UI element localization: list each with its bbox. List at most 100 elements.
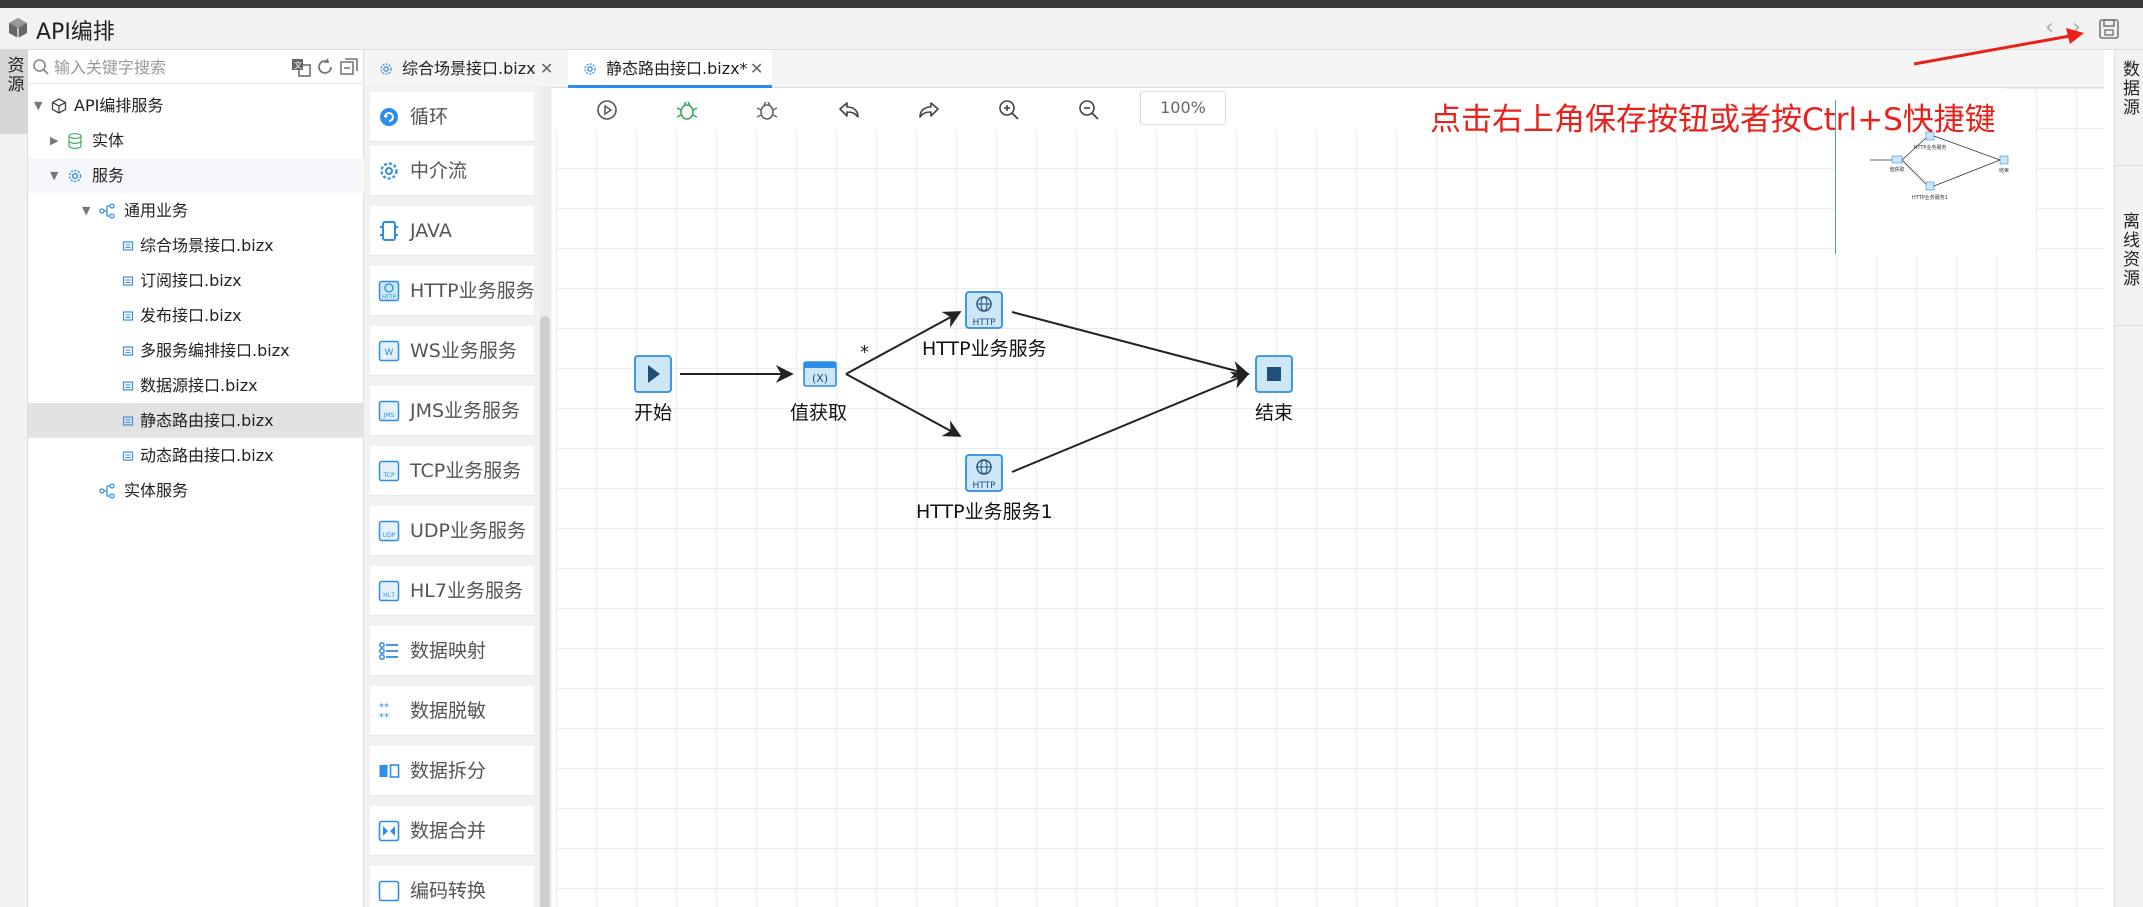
edge-getvalue-http2[interactable]	[845, 373, 962, 437]
close-icon[interactable]: ✕	[540, 59, 554, 78]
tree-item-service[interactable]: ▼ 服务	[28, 158, 364, 193]
palette-item-encode-convert[interactable]: 编码转换	[370, 866, 534, 907]
datasource-side-tab[interactable]: 数据源	[2115, 56, 2143, 166]
palette-item-java[interactable]: JAVA	[370, 206, 534, 256]
annotation-arrow	[1913, 28, 2084, 66]
tree-item-file[interactable]: 订阅接口.bizx	[28, 263, 364, 298]
nav-forward-icon[interactable]: ›	[2072, 15, 2081, 40]
tree-item-file[interactable]: 综合场景接口.bizx	[28, 228, 364, 263]
encode-icon	[378, 880, 400, 902]
tree-item-file[interactable]: 动态路由接口.bizx	[28, 438, 364, 473]
node-http2-label: HTTP业务服务1	[916, 501, 1053, 523]
tree-item-label: 多服务编排接口.bizx	[140, 341, 290, 360]
palette-item-udp-service[interactable]: UDP UDP业务服务	[370, 506, 534, 556]
palette-item-mediation-flow[interactable]: 中介流	[370, 146, 534, 196]
getvalue-icon-text: (X)	[812, 372, 828, 385]
collapse-all-icon[interactable]	[338, 56, 360, 78]
save-icon[interactable]	[2096, 16, 2122, 42]
flow-canvas[interactable]	[556, 88, 2103, 907]
node-http2[interactable]: HTTP	[965, 454, 1003, 492]
node-start[interactable]	[634, 355, 672, 393]
debug-icon[interactable]	[674, 97, 700, 123]
svg-text:**: **	[379, 712, 389, 722]
translate-icon[interactable]: 文	[290, 56, 312, 78]
caret-right-icon[interactable]: ▶	[50, 134, 59, 147]
node-end-label: 结束	[1255, 402, 1294, 424]
palette-item-label: TCP业务服务	[410, 460, 522, 482]
palette-item-ws-service[interactable]: W WS业务服务	[370, 326, 534, 376]
tree-item-label: 订阅接口.bizx	[140, 271, 242, 290]
tree-item-general-business[interactable]: ▼ 通用业务	[28, 193, 364, 228]
search-input[interactable]	[54, 54, 314, 80]
run-icon[interactable]	[594, 97, 620, 123]
tree-item-file-selected[interactable]: 静态路由接口.bizx	[28, 403, 364, 438]
tree-item-entity-service[interactable]: 实体服务	[28, 473, 364, 508]
node-getvalue[interactable]: (X)	[803, 361, 837, 387]
tree-item-label: 通用业务	[124, 201, 189, 220]
tab-label: 综合场景接口.bizx	[402, 59, 536, 78]
tree-item-api-orchestration-service[interactable]: ▼ API编排服务	[28, 88, 364, 123]
play-icon	[648, 365, 660, 383]
palette-item-data-merge[interactable]: 数据合并	[370, 806, 534, 856]
branch-icon	[99, 203, 115, 219]
node-end[interactable]	[1255, 355, 1293, 393]
palette-item-data-split[interactable]: 数据拆分	[370, 746, 534, 796]
ws-icon: W	[378, 340, 400, 362]
refresh-icon[interactable]	[314, 56, 336, 78]
file-icon	[122, 311, 134, 321]
palette-item-hl7-service[interactable]: HL7 HL7业务服务	[370, 566, 534, 616]
resource-side-tab[interactable]: 资源	[0, 50, 28, 134]
caret-down-icon[interactable]: ▼	[34, 99, 43, 112]
merge-icon	[378, 820, 400, 842]
tree-item-label: 发布接口.bizx	[140, 306, 242, 325]
database-icon	[68, 132, 82, 150]
palette-item-label: 数据拆分	[410, 760, 487, 782]
file-icon	[122, 241, 134, 251]
tab-comprehensive-scene[interactable]: 综合场景接口.bizx ✕	[364, 50, 564, 88]
node-getvalue-label: 值获取	[790, 402, 848, 424]
resource-tree: ▼ API编排服务 ▶ 实体 ▼ 服务	[28, 88, 364, 508]
node-http1[interactable]: HTTP	[965, 291, 1003, 329]
palette-item-data-mapping[interactable]: 数据映射	[370, 626, 534, 676]
palette-item-http-service[interactable]: HTTP HTTP业务服务	[370, 266, 535, 316]
file-icon	[122, 381, 134, 391]
minimap[interactable]: 值获取 HTTP业务服务 HTTP业务服务1 结束	[1836, 100, 2036, 256]
branch-icon	[99, 483, 115, 499]
palette-item-loop[interactable]: 循环	[370, 92, 534, 142]
offline-resource-side-tab[interactable]: 离线资源	[2115, 168, 2143, 326]
tree-item-label: 静态路由接口.bizx	[140, 411, 274, 430]
palette-scrollbar-thumb[interactable]	[540, 316, 550, 907]
mask-icon: ****	[379, 702, 389, 722]
palette-item-jms-service[interactable]: JMS JMS业务服务	[370, 386, 534, 436]
tree-item-file[interactable]: 多服务编排接口.bizx	[28, 333, 364, 368]
tree-item-file[interactable]: 数据源接口.bizx	[28, 368, 364, 403]
zoom-in-icon[interactable]	[996, 97, 1022, 123]
bug-icon[interactable]	[754, 97, 780, 123]
palette-item-data-masking[interactable]: **** 数据脱敏	[370, 686, 534, 736]
edge-http2-end[interactable]	[1011, 371, 1250, 473]
caret-down-icon[interactable]: ▼	[82, 204, 91, 217]
tree-item-entity[interactable]: ▶ 实体	[28, 123, 364, 158]
palette-item-label: JMS业务服务	[410, 400, 521, 422]
zoom-out-icon[interactable]	[1076, 97, 1102, 123]
tree-item-file[interactable]: 发布接口.bizx	[28, 298, 364, 333]
editor-tab-bar: 综合场景接口.bizx ✕ 静态路由接口.bizx* ✕	[364, 50, 2104, 88]
zoom-level[interactable]: 100%	[1140, 91, 1226, 125]
file-icon	[122, 416, 134, 426]
tab-static-routing[interactable]: 静态路由接口.bizx* ✕	[568, 50, 772, 88]
undo-icon[interactable]	[836, 97, 862, 123]
save-hint-annotation: 点击右上角保存按钮或者按Ctrl+S快捷键	[1430, 102, 1996, 138]
file-icon	[122, 276, 134, 286]
redo-icon[interactable]	[916, 97, 942, 123]
palette-item-tcp-service[interactable]: TCP TCP业务服务	[370, 446, 534, 496]
app-logo-icon	[9, 18, 27, 38]
edge-http1-end[interactable]	[1011, 311, 1250, 379]
component-palette: 循环 中介流 JAVA HTTP HTTP业务服务 W WS业务服务 JMS J…	[364, 86, 552, 907]
edge-getvalue-http1[interactable]	[845, 311, 962, 375]
palette-item-label: 循环	[410, 106, 449, 128]
edge-marker: *	[860, 342, 869, 363]
caret-down-icon[interactable]: ▼	[50, 169, 59, 182]
close-icon[interactable]: ✕	[750, 59, 764, 78]
nav-back-icon[interactable]: ‹	[2045, 15, 2054, 40]
svg-text:HL7: HL7	[383, 592, 395, 599]
